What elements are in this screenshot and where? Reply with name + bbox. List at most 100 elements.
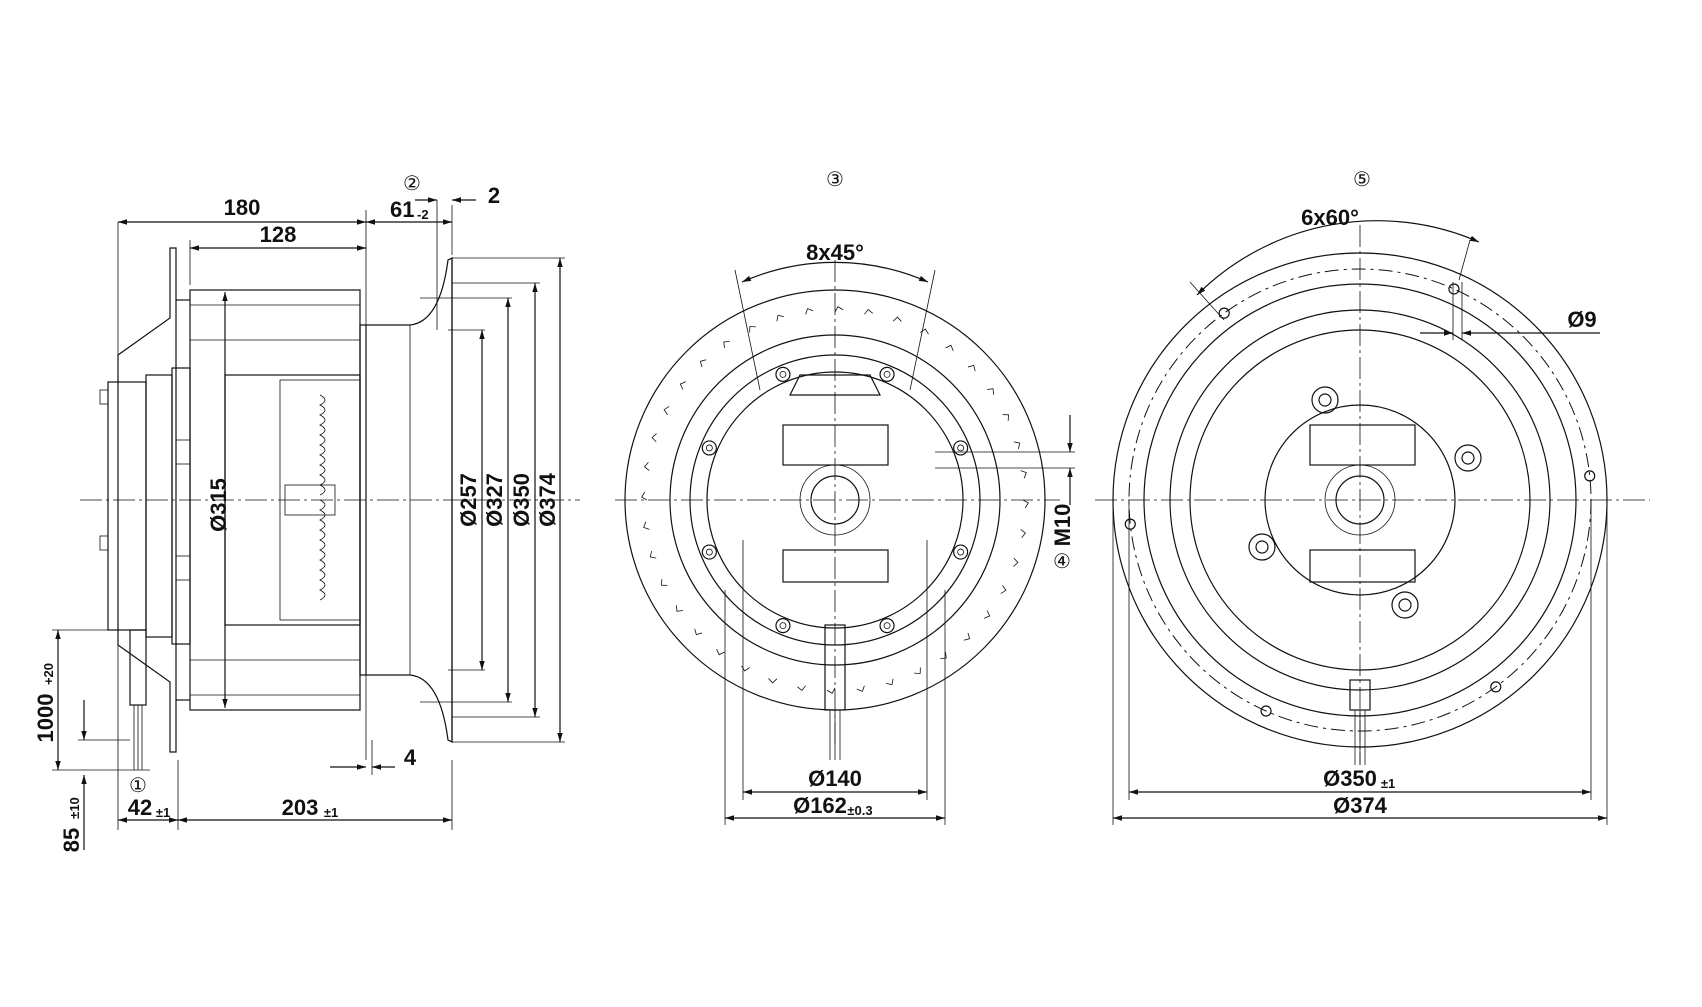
blade-mark	[649, 551, 657, 559]
mounting-hole	[701, 440, 717, 456]
dim-dia-374-front: Ø374	[1333, 793, 1388, 818]
boss	[1454, 444, 1482, 472]
boss-hole	[1255, 540, 1269, 554]
side-view: 180 128 61 -2 2 ② Ø315 Ø257 Ø327 Ø350 Ø3…	[33, 173, 580, 852]
mounting-hole	[879, 618, 895, 634]
blade-mark	[967, 364, 976, 372]
mounting-hole-inner	[705, 444, 713, 452]
dim-dia-350: Ø350	[509, 473, 534, 527]
blade-mark	[768, 678, 778, 684]
boss-hole	[1398, 598, 1412, 612]
blade-mark	[834, 306, 844, 313]
blade-mark	[963, 632, 971, 641]
blade-mark	[1000, 585, 1007, 594]
dim-128: 128	[260, 222, 297, 247]
callout-5: ⑤	[1353, 169, 1371, 191]
blade-mark	[914, 667, 921, 674]
flange-hole	[1490, 681, 1502, 693]
mounting-hole	[953, 440, 969, 456]
blade-mark	[641, 491, 648, 501]
blade-mark	[723, 340, 730, 348]
callout-2: ②	[403, 173, 421, 195]
mounting-hole	[879, 366, 895, 382]
blade-mark	[945, 344, 954, 351]
boss	[1248, 533, 1276, 561]
blade-mark	[1013, 441, 1021, 449]
blade-mark	[643, 521, 650, 530]
mounting-hole	[953, 544, 969, 560]
blade-mark	[797, 685, 806, 692]
blade-mark	[694, 628, 703, 636]
mounting-hole-inner	[883, 622, 891, 630]
mounting-hole	[775, 618, 791, 634]
dim-203: 203	[282, 795, 319, 820]
dim-85-tolerance: ±10	[67, 797, 82, 819]
flange-hole	[1124, 518, 1136, 530]
boss-hole	[1461, 451, 1475, 465]
blade-mark	[1020, 529, 1027, 538]
mounting-hole-inner	[957, 548, 965, 556]
callout-1: ①	[129, 775, 147, 797]
blade-mark	[716, 649, 725, 656]
dim-180: 180	[224, 195, 261, 220]
dim-angle-6x60: 6x60°	[1301, 205, 1359, 230]
dim-dia-374: Ø374	[535, 472, 560, 527]
dim-4: 4	[404, 745, 417, 770]
dim-dia-350-front: Ø350	[1323, 766, 1377, 791]
rear-view: 8x45° ③ M10 ④ Ø140 Ø162 ±0.3	[615, 169, 1075, 825]
blade-mark	[987, 388, 995, 395]
mounting-hole	[775, 366, 791, 382]
blade-mark	[661, 579, 668, 586]
blade-mark	[679, 381, 686, 390]
boss-hole	[1318, 393, 1332, 407]
blade-mark	[776, 314, 784, 322]
dim-thread-m10: M10	[1050, 504, 1075, 547]
blade-mark	[749, 326, 756, 333]
dim-1000-tolerance: +20	[41, 663, 56, 685]
boss	[1391, 591, 1419, 619]
flange-hole	[1584, 470, 1596, 482]
front-view: 6x60° ⑤ Ø9 Ø350 ±1 Ø374	[1095, 169, 1650, 825]
dim-61: 61	[390, 197, 414, 222]
blade-mark	[1013, 557, 1019, 567]
callout-4: ④	[1053, 551, 1071, 573]
blade-mark	[864, 308, 873, 315]
dim-dia-257: Ø257	[456, 473, 481, 527]
impeller-blade-marks	[641, 306, 1029, 694]
mounting-hole-inner	[957, 444, 965, 452]
dim-dia-350-tolerance: ±1	[1381, 776, 1395, 791]
dim-85: 85	[59, 828, 84, 852]
blade-mark	[940, 652, 947, 660]
flange-hole	[1448, 283, 1460, 295]
blade-mark	[805, 308, 814, 315]
blade-mark	[984, 610, 991, 619]
dim-angle-8x45: 8x45°	[806, 240, 864, 265]
blade-mark	[826, 687, 836, 694]
blade-mark	[1020, 470, 1027, 479]
mounting-hole-inner	[779, 370, 787, 378]
blade-mark	[1022, 499, 1029, 509]
blade-mark	[651, 433, 657, 443]
dim-1000: 1000	[33, 694, 58, 743]
dim-dia-327: Ø327	[482, 473, 507, 527]
mounting-holes	[701, 366, 969, 634]
dim-dia-315: Ø315	[206, 478, 231, 532]
dim-42: 42	[128, 795, 152, 820]
blade-mark	[663, 406, 670, 415]
blade-mark	[699, 359, 707, 368]
blade-mark	[675, 605, 683, 612]
dim-dia-140: Ø140	[808, 766, 862, 791]
dim-2: 2	[488, 183, 500, 208]
blade-mark	[741, 665, 750, 672]
mounting-hole-inner	[705, 548, 713, 556]
flange-hole	[1218, 307, 1230, 319]
dim-dia-162-tolerance: ±0.3	[847, 803, 872, 818]
dim-42-tolerance: ±1	[156, 805, 170, 820]
blade-mark	[886, 678, 894, 686]
flange-hole	[1260, 705, 1272, 717]
mounting-hole	[701, 544, 717, 560]
dim-dia-162: Ø162	[793, 793, 847, 818]
callout-3: ③	[826, 169, 844, 191]
blade-mark	[892, 316, 902, 322]
